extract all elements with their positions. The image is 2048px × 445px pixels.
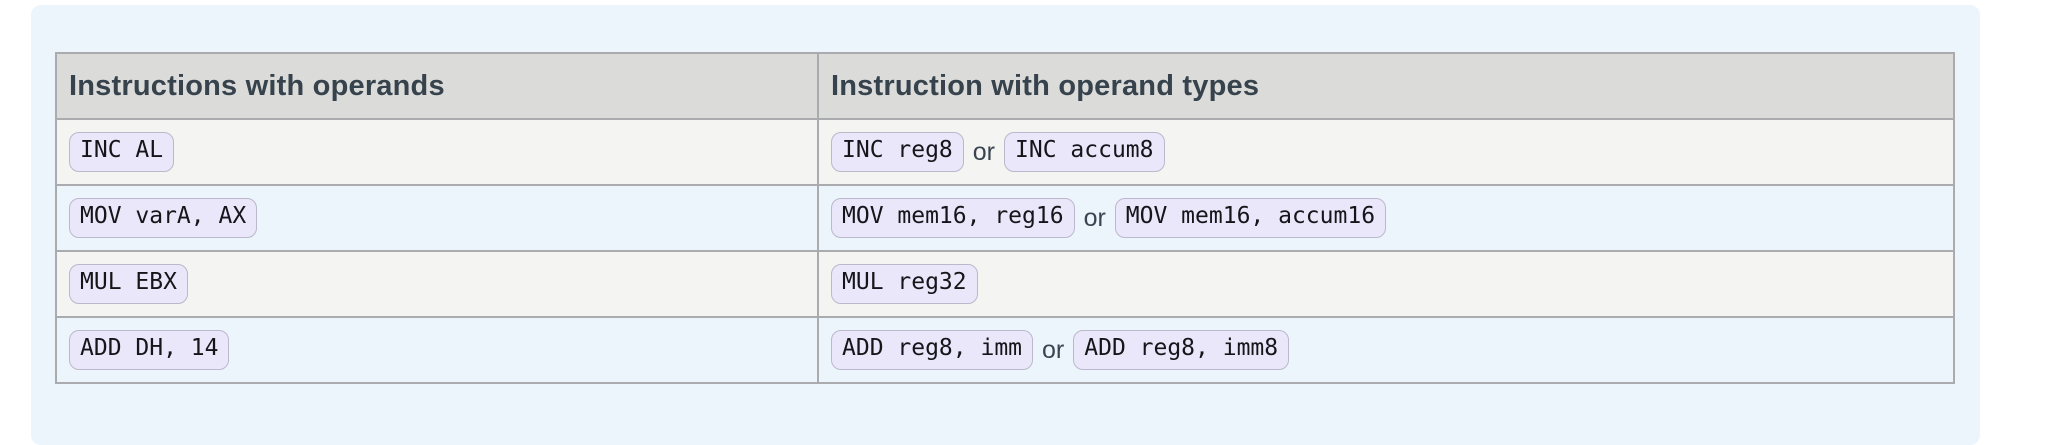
operand-type-code-chip: INC reg8 <box>831 132 964 172</box>
operand-type-code-chip: ADD reg8, imm8 <box>1073 330 1290 370</box>
operand-type-code-chip: ADD reg8, imm <box>831 330 1034 370</box>
table-row: ADD DH, 14 ADD reg8, imm or ADD reg8, imm8 <box>55 316 1955 384</box>
operand-types-cell: ADD reg8, imm or ADD reg8, imm8 <box>817 316 1955 384</box>
or-separator-text: or <box>1042 335 1065 364</box>
operand-type-code-chip: INC accum8 <box>1004 132 1165 172</box>
table-row: MUL EBX MUL reg32 <box>55 250 1955 318</box>
instruction-cell: MOV varA, AX <box>55 184 819 252</box>
instruction-cell: MUL EBX <box>55 250 819 318</box>
column-header-instructions-with-operands: Instructions with operands <box>55 52 819 120</box>
or-separator-text: or <box>972 137 996 166</box>
operand-types-cell: MOV mem16, reg16 or MOV mem16, accum16 <box>817 184 1955 252</box>
instruction-code-chip: MUL EBX <box>69 264 188 304</box>
operand-type-code-chip: MOV mem16, accum16 <box>1114 198 1387 238</box>
table-header-row: Instructions with operands Instruction w… <box>55 52 1955 120</box>
instruction-code-chip: MOV varA, AX <box>69 198 258 238</box>
or-separator-text: or <box>1083 203 1106 232</box>
instruction-code-chip: ADD DH, 14 <box>69 330 230 370</box>
content-panel: Instructions with operands Instruction w… <box>31 5 1980 445</box>
operand-type-code-chip: MUL reg32 <box>831 264 978 304</box>
instruction-code-chip: INC AL <box>69 132 175 172</box>
instruction-cell: INC AL <box>55 118 819 186</box>
instruction-cell: ADD DH, 14 <box>55 316 819 384</box>
column-header-instruction-with-operand-types: Instruction with operand types <box>817 52 1955 120</box>
operand-types-cell: INC reg8 or INC accum8 <box>817 118 1955 186</box>
instructions-table: Instructions with operands Instruction w… <box>55 52 1955 384</box>
table-row: INC AL INC reg8 or INC accum8 <box>55 118 1955 186</box>
operand-type-code-chip: MOV mem16, reg16 <box>831 198 1075 238</box>
operand-types-cell: MUL reg32 <box>817 250 1955 318</box>
